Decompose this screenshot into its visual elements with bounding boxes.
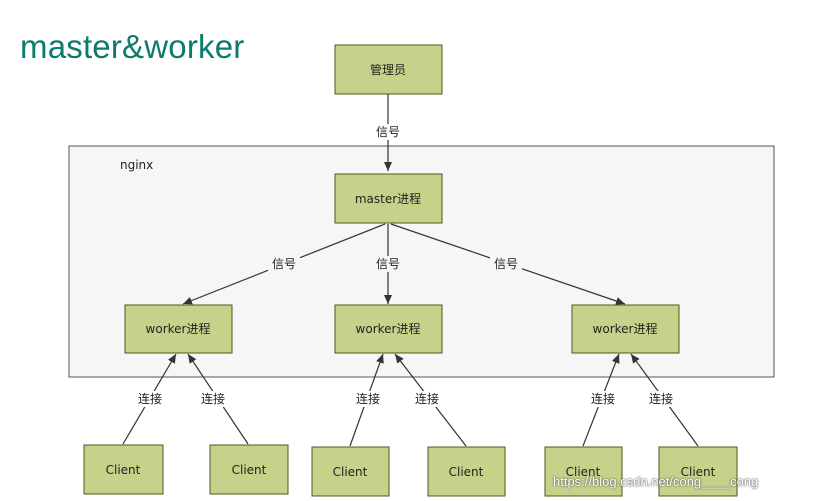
edge-label-manager-master: 信号 <box>376 125 400 139</box>
nginx-label: nginx <box>120 158 153 172</box>
client-node-6: Client <box>658 446 738 497</box>
manager-node-label: 管理员 <box>370 62 406 77</box>
edge-label-client3-worker2: 连接 <box>356 391 380 406</box>
client-label-3: Client <box>333 465 368 479</box>
client-node-2: Client <box>209 444 289 495</box>
master-process-node: master进程 <box>334 173 443 224</box>
worker-process-label-1: worker进程 <box>146 321 211 336</box>
edge-label-client5-worker3: 连接 <box>591 391 615 406</box>
edge-label-master-worker2: 信号 <box>376 257 400 271</box>
client-node-4: Client <box>427 446 506 497</box>
client-node-1: Client <box>83 444 164 495</box>
master-process-label: master进程 <box>355 191 421 206</box>
edge-label-client4-worker2: 连接 <box>415 391 439 406</box>
worker-process-node-1: worker进程 <box>124 304 233 354</box>
client-label-5: Client <box>566 465 601 479</box>
edge-label-client6-worker3: 连接 <box>649 391 673 406</box>
client-node-5: Client <box>544 446 623 497</box>
worker-process-label-3: worker进程 <box>593 321 658 336</box>
edge-label-master-worker3: 信号 <box>494 257 518 271</box>
edge-label-client1-worker1: 连接 <box>138 391 162 406</box>
worker-process-node-2: worker进程 <box>334 304 443 354</box>
client-node-3: Client <box>311 446 390 497</box>
client-label-1: Client <box>106 463 141 477</box>
manager-node: 管理员 <box>334 44 443 95</box>
worker-process-node-3: worker进程 <box>571 304 680 354</box>
edge-label-master-worker1: 信号 <box>272 257 296 271</box>
client-label-4: Client <box>449 465 484 479</box>
edge-label-client2-worker1: 连接 <box>201 391 225 406</box>
diagram-title: master&worker <box>20 28 245 65</box>
client-label-2: Client <box>232 463 267 477</box>
client-label-6: Client <box>681 465 716 479</box>
source-watermark: https://blog.csdn.net/cong____cong <box>553 474 759 489</box>
worker-process-label-2: worker进程 <box>356 321 421 336</box>
